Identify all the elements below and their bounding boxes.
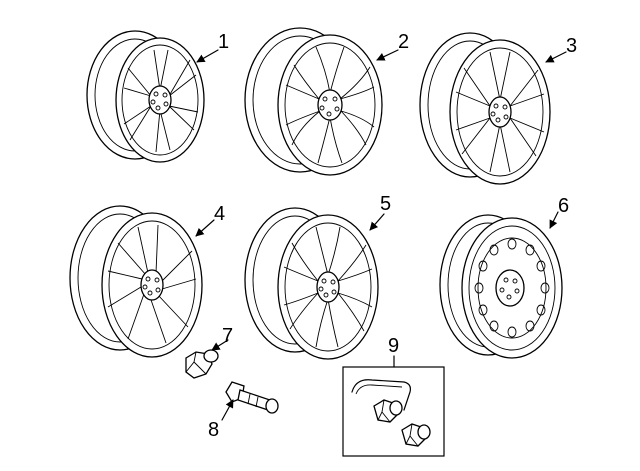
alloy-wheel-part-5[interactable]	[244, 207, 379, 360]
wheel-lock-kit-part-9[interactable]	[342, 366, 445, 457]
leader-4	[195, 219, 215, 237]
leader-7	[211, 339, 229, 351]
callout-6: 6	[558, 195, 569, 217]
alloy-wheel-part-2[interactable]	[244, 27, 383, 176]
lug-nut-part-7[interactable]	[185, 349, 219, 379]
leader-1	[196, 49, 219, 63]
leader-3	[545, 51, 567, 63]
valve-stem-sensor-part-8[interactable]	[225, 381, 279, 414]
callout-7: 7	[222, 325, 233, 347]
leader-5	[369, 213, 385, 231]
leader-2	[376, 49, 399, 61]
callout-5: 5	[380, 193, 391, 215]
callout-9: 9	[388, 335, 399, 357]
leader-6	[549, 211, 559, 229]
callout-2: 2	[398, 31, 409, 53]
callout-8: 8	[208, 419, 219, 441]
alloy-wheel-part-1[interactable]	[86, 30, 205, 163]
alloy-wheel-part-3[interactable]	[419, 32, 551, 185]
alloy-wheel-part-4[interactable]	[69, 205, 203, 358]
callout-3: 3	[566, 35, 577, 57]
steel-spare-wheel-part-6[interactable]	[439, 214, 563, 359]
callout-4: 4	[214, 203, 225, 225]
callout-1: 1	[218, 31, 229, 53]
leader-8	[221, 399, 234, 421]
